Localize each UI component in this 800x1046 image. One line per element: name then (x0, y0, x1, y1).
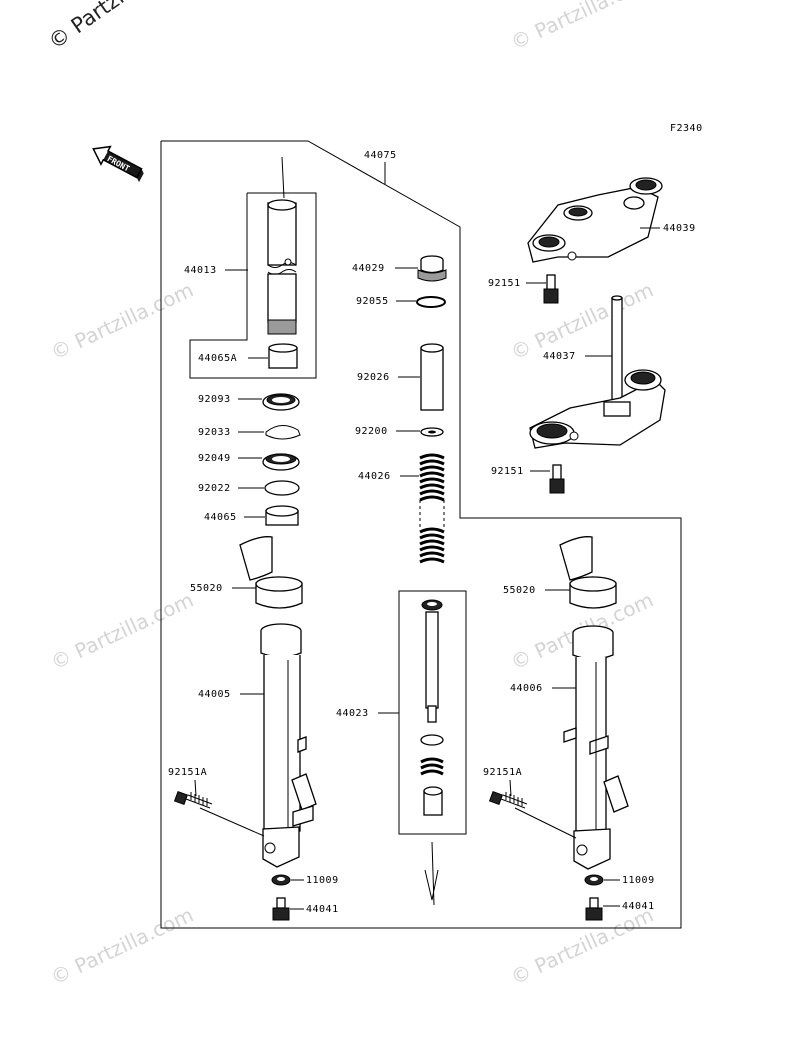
part-label-92026: 92026 (357, 372, 390, 383)
part-label-44037: 44037 (543, 351, 576, 362)
front-arrow-icon: FRONT (92, 145, 144, 183)
inner-tube-44013 (267, 199, 297, 335)
outer-tube-44005 (260, 623, 317, 868)
leader-line (194, 779, 197, 797)
washer-92022 (264, 480, 300, 496)
leader-line (199, 807, 265, 837)
stem-bracket-44037 (529, 295, 666, 449)
leader-line (509, 779, 512, 797)
washer-92200 (420, 427, 444, 437)
watermark-top-left: © Partzilla (44, 0, 148, 54)
seal-92093 (262, 393, 300, 411)
part-label-92049: 92049 (198, 453, 231, 464)
bushing-44065A (268, 343, 298, 369)
part-label-44029: 44029 (352, 263, 385, 274)
bolt-92151-mid (549, 464, 565, 494)
bolt-44041-left (272, 897, 290, 921)
part-label-44039: 44039 (663, 223, 696, 234)
bolt-92151A-left (173, 790, 213, 809)
clip-92033 (265, 425, 301, 440)
part-label-44023: 44023 (336, 708, 369, 719)
part-label-92093: 92093 (198, 394, 231, 405)
part-label-92033: 92033 (198, 427, 231, 438)
part-label-55020-left: 55020 (190, 583, 223, 594)
damper-rod-44023 (420, 599, 444, 816)
spring-44026 (419, 453, 445, 564)
part-label-11009-left: 11009 (306, 875, 339, 886)
part-label-44075: 44075 (364, 150, 397, 161)
bushing-44065 (265, 505, 299, 526)
leader-line (514, 807, 577, 839)
watermark: © Partzilla.com (507, 903, 657, 990)
fork-guard-55020-left (239, 536, 303, 609)
fork-guard-55020-right (559, 536, 617, 609)
spacer-92026 (420, 343, 444, 411)
part-label-92151-top: 92151 (488, 278, 521, 289)
outer-tube-44006 (563, 625, 629, 870)
part-label-92055: 92055 (356, 296, 389, 307)
leader-arrow (424, 841, 439, 906)
part-label-44041-left: 44041 (306, 904, 339, 915)
leader-line (281, 156, 285, 199)
oil-seal-92049 (262, 453, 300, 471)
part-label-92151-mid: 92151 (491, 466, 524, 477)
watermark: © Partzilla.com (47, 588, 197, 675)
part-label-44065A: 44065A (198, 353, 237, 364)
watermarks: © Partzilla © Partzilla.com © Partzilla.… (44, 0, 657, 990)
subassembly-box-44013 (189, 192, 317, 379)
part-label-44005: 44005 (198, 689, 231, 700)
part-label-44041-right: 44041 (622, 901, 655, 912)
diagram-code: F2340 (670, 123, 703, 134)
washer-11009-right (584, 874, 604, 886)
o-ring-92055 (416, 296, 446, 308)
part-label-44013: 44013 (184, 265, 217, 276)
bolt-92151-top (543, 274, 559, 304)
part-label-92151A-right: 92151A (483, 767, 522, 778)
bolt-44041-right (585, 897, 603, 921)
part-label-92200: 92200 (355, 426, 388, 437)
part-label-44065: 44065 (204, 512, 237, 523)
assembly-outline (160, 140, 682, 929)
watermark: © Partzilla.com (507, 278, 657, 365)
part-label-44006: 44006 (510, 683, 543, 694)
part-label-11009-right: 11009 (622, 875, 655, 886)
part-label-55020-right: 55020 (503, 585, 536, 596)
bolt-92151A-right (488, 790, 528, 809)
washer-11009-left (271, 874, 291, 886)
part-label-92151A-left: 92151A (168, 767, 207, 778)
watermark: © Partzilla.com (47, 903, 197, 990)
cap-bolt-44029 (417, 255, 447, 282)
upper-bracket-44039 (527, 177, 663, 263)
watermark: © Partzilla.com (507, 0, 657, 55)
part-label-44026: 44026 (358, 471, 391, 482)
part-label-92022: 92022 (198, 483, 231, 494)
watermark: © Partzilla.com (47, 278, 197, 365)
